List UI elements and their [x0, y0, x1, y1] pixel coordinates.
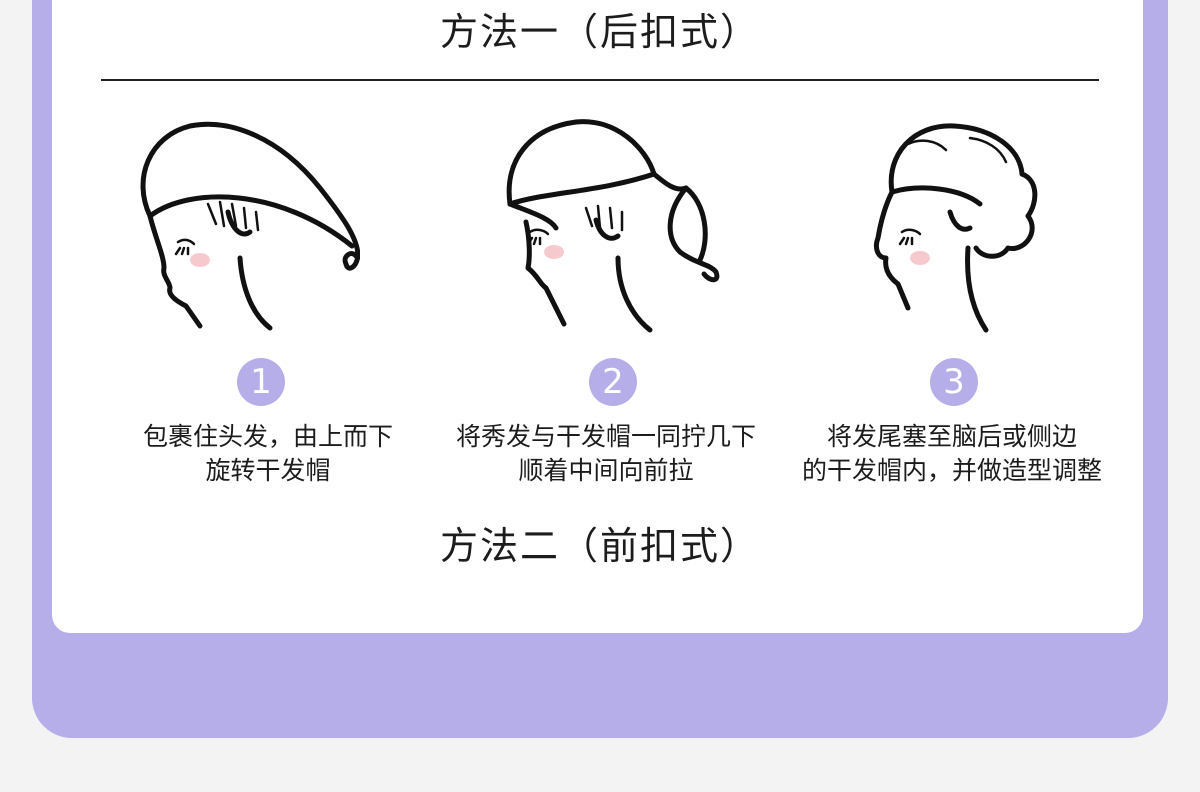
step-3-caption: 将发尾塞至脑后或侧边 的干发帽内，并做造型调整 — [782, 420, 1122, 488]
method-one-title: 方法一（后扣式） — [439, 10, 760, 54]
step-2-caption-line-2: 顺着中间向前拉 — [518, 456, 694, 485]
step-2-caption-line-1: 将秀发与干发帽一同拧几下 — [455, 422, 756, 451]
step-1-number-badge: 1 — [237, 358, 285, 406]
step-2-caption: 将秀发与干发帽一同拧几下 顺着中间向前拉 — [436, 420, 776, 488]
step-1-illustration — [140, 121, 360, 331]
instruction-card — [52, 0, 1143, 633]
step-3-caption-line-2: 的干发帽内，并做造型调整 — [801, 456, 1102, 485]
step-2-illustration — [506, 119, 720, 333]
step-1-caption: 包裹住头发，由上而下 旋转干发帽 — [98, 420, 438, 488]
step-3-number-badge: 3 — [930, 358, 978, 406]
title-divider — [101, 79, 1099, 81]
step-3-caption-line-1: 将发尾塞至脑后或侧边 — [826, 422, 1077, 451]
step-1-caption-line-2: 旋转干发帽 — [205, 456, 331, 485]
step-1-caption-line-1: 包裹住头发，由上而下 — [142, 422, 393, 451]
method-two-title: 方法二（前扣式） — [439, 524, 760, 568]
step-3-illustration — [873, 123, 1038, 333]
step-2-number-badge: 2 — [589, 358, 637, 406]
